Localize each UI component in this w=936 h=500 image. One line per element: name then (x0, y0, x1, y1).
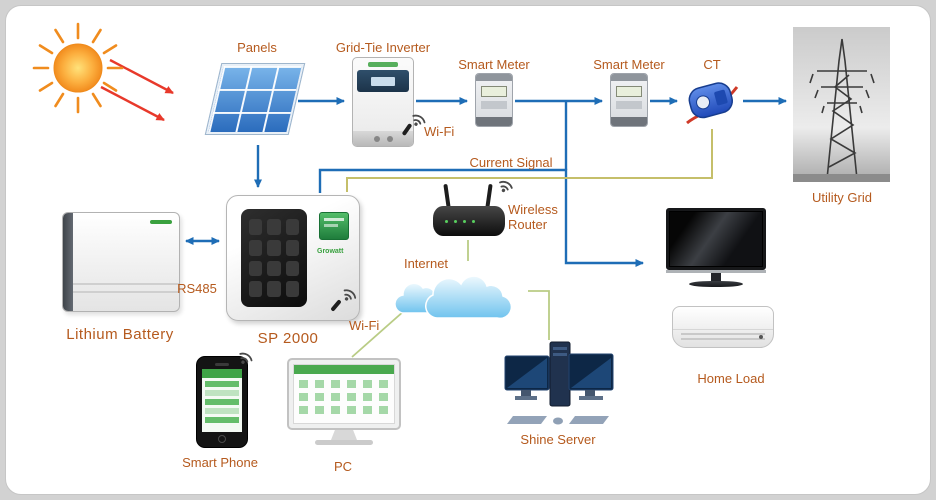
pc-base (315, 440, 373, 445)
meter-lcd (481, 86, 507, 97)
ac-indicator-led (759, 335, 763, 339)
inverter-brand-logo (368, 62, 398, 67)
shine-server-label: Shine Server (520, 432, 596, 447)
sun-arrow-1 (109, 58, 174, 95)
transmission-tower-icon (793, 38, 890, 182)
smart-meter-device-2 (610, 73, 648, 127)
ac-vent (681, 333, 765, 335)
sp2000-brand: Growatt (317, 248, 344, 255)
wireless-router-device (433, 183, 505, 238)
ac-vent (681, 338, 765, 340)
ct-label: CT (703, 57, 721, 72)
sp2000-touch-panel (241, 209, 307, 307)
lithium-battery-label: Lithium Battery (66, 326, 174, 343)
smart-phone-label: Smart Phone (182, 455, 258, 470)
sun-icon (32, 22, 124, 114)
pc-stand (331, 430, 357, 440)
internet-clouds-icon (394, 275, 513, 320)
current-signal-line (346, 129, 713, 192)
ct-clamp-icon (686, 82, 739, 125)
sp2000-lcd-screen (319, 212, 349, 240)
smart-phone-device (196, 356, 248, 448)
smart-meter-1-label: Smart Meter (458, 57, 530, 72)
cloud-to-server-line (528, 290, 550, 340)
internet-label: Internet (403, 256, 449, 271)
inverter-connectors (353, 131, 413, 146)
inverter-wifi-label: Wi-Fi (424, 124, 455, 139)
air-conditioner-device (672, 306, 774, 348)
pc-device (287, 358, 401, 452)
inverter-label: Grid-Tie Inverter (335, 40, 431, 55)
router-antenna-icon (443, 183, 451, 209)
meter-keypad (481, 101, 507, 109)
tv-screen (666, 208, 766, 270)
pc-monitor (287, 358, 401, 430)
phone-app-header (202, 369, 242, 378)
utility-grid-photo (793, 27, 890, 182)
sp2000-touch-keys (249, 219, 299, 297)
battery-seam (73, 291, 179, 293)
tv-base (689, 281, 743, 287)
pc-screen (293, 364, 395, 424)
home-load-label: Home Load (697, 371, 765, 386)
inverter-display (357, 70, 409, 92)
line-sp2000-to-homeload (318, 168, 644, 267)
meter-lcd (616, 86, 642, 97)
meter-base (476, 117, 512, 126)
utility-grid-label: Utility Grid (812, 190, 872, 205)
shine-server-device (504, 341, 614, 425)
meter-cap (611, 74, 647, 81)
lithium-battery-device (62, 212, 180, 312)
rs485-label: RS485 (177, 281, 217, 296)
smart-meter-2-label: Smart Meter (593, 57, 665, 72)
tv-bezel-strip (666, 270, 766, 273)
router-leds (445, 220, 475, 223)
battery-brand-logo (150, 220, 172, 224)
battery-seam (73, 283, 179, 285)
solar-panels-icon (205, 64, 305, 134)
tv-stand (711, 273, 721, 281)
battery-side-panel (63, 213, 73, 311)
phone-speaker (215, 363, 229, 366)
sun-arrow-2 (100, 85, 165, 122)
meter-base (611, 117, 647, 126)
panels-label: Panels (237, 40, 277, 55)
tv-device (666, 208, 766, 292)
sp2000-label: SP 2000 (257, 330, 319, 347)
wireless-router-label: Wireless Router (508, 202, 558, 232)
meter-keypad (616, 101, 642, 109)
smart-meter-device-1 (475, 73, 513, 127)
sp2000-wifi-label: Wi-Fi (349, 318, 380, 333)
pc-label: PC (333, 459, 353, 474)
phone-screen (202, 369, 242, 432)
meter-cap (476, 74, 512, 81)
phone-home-button (218, 435, 226, 443)
current-signal-label: Current Signal (469, 155, 553, 170)
router-antenna-icon (485, 183, 493, 209)
